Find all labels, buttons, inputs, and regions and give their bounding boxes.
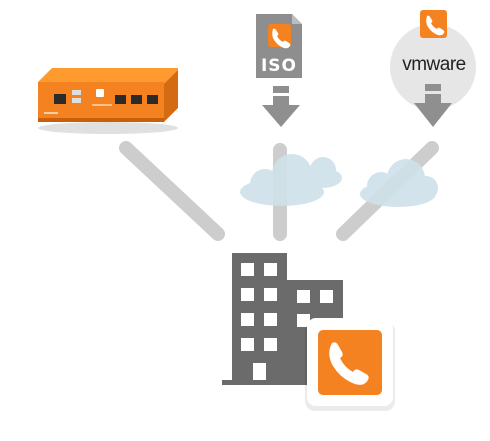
phone-appliance bbox=[38, 68, 178, 134]
phone-icon bbox=[420, 10, 447, 38]
vmware-icon bbox=[390, 24, 476, 110]
building-icon bbox=[222, 253, 346, 385]
download-arrow-icon bbox=[414, 84, 452, 127]
cloud-icon bbox=[360, 159, 438, 207]
vmware-label: vmware bbox=[402, 54, 466, 75]
cloud-icon bbox=[240, 154, 342, 206]
phone-icon bbox=[305, 318, 395, 411]
iso-file-icon bbox=[256, 14, 302, 78]
connector-appliance bbox=[119, 141, 225, 241]
download-arrow-icon bbox=[262, 86, 300, 127]
iso-label: ISO bbox=[260, 56, 298, 76]
